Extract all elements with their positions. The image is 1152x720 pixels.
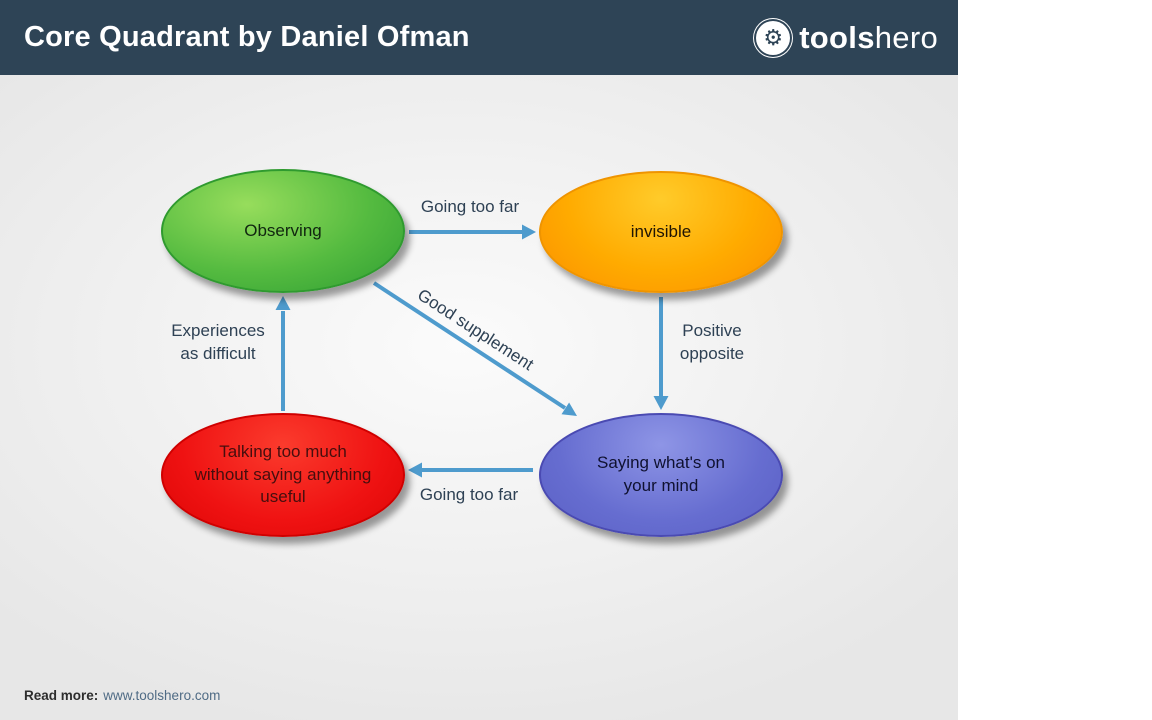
- node-saying-whats-on-your-mind-label: Saying what's on your mind: [597, 453, 725, 495]
- node-observing: Observing: [161, 169, 405, 293]
- arrow-talking-to-observing: [275, 296, 291, 411]
- node-talking-too-much: Talking too much without saying anything…: [161, 413, 405, 537]
- toolshero-logo-text: toolshero: [799, 20, 938, 56]
- arrow-invisible-to-saying: [653, 297, 669, 410]
- node-talking-too-much-label: Talking too much without saying anything…: [194, 441, 372, 507]
- logo-text-bold: tools: [799, 19, 875, 55]
- edge-label-going-too-far-bottom: Going too far: [419, 485, 519, 504]
- gear-icon: ⚙: [756, 20, 791, 55]
- diagram-arrows: [275, 224, 669, 478]
- node-invisible-label: invisible: [630, 221, 692, 241]
- header-bar: Core Quadrant by Daniel Ofman ⚙ toolsher…: [0, 0, 958, 75]
- edge-label-experiences-as-difficult: Experiences as difficult: [171, 321, 265, 363]
- page-title: Core Quadrant by Daniel Ofman: [24, 21, 470, 53]
- read-more-label: Read more:: [24, 688, 99, 703]
- arrow-observing-to-invisible: [409, 224, 536, 240]
- website-url: www.toolshero.com: [103, 688, 221, 703]
- logo-text-light: hero: [874, 19, 938, 55]
- toolshero-logo: ⚙ toolshero: [756, 20, 938, 56]
- diagram-canvas: Observing invisible Talking too much wit…: [0, 75, 958, 720]
- node-observing-label: Observing: [244, 220, 322, 240]
- node-saying-whats-on-your-mind: Saying what's on your mind: [539, 413, 783, 537]
- arrow-saying-to-talking: [408, 462, 533, 478]
- arrow-observing-to-saying: [372, 281, 577, 416]
- edge-label-going-too-far-top: Going too far: [420, 197, 520, 216]
- node-invisible: invisible: [539, 171, 783, 293]
- poster-content: Core Quadrant by Daniel Ofman ⚙ toolsher…: [0, 0, 958, 720]
- edge-label-positive-opposite: Positive opposite: [679, 321, 745, 363]
- footer: Read more: www.toolshero.com: [24, 688, 220, 703]
